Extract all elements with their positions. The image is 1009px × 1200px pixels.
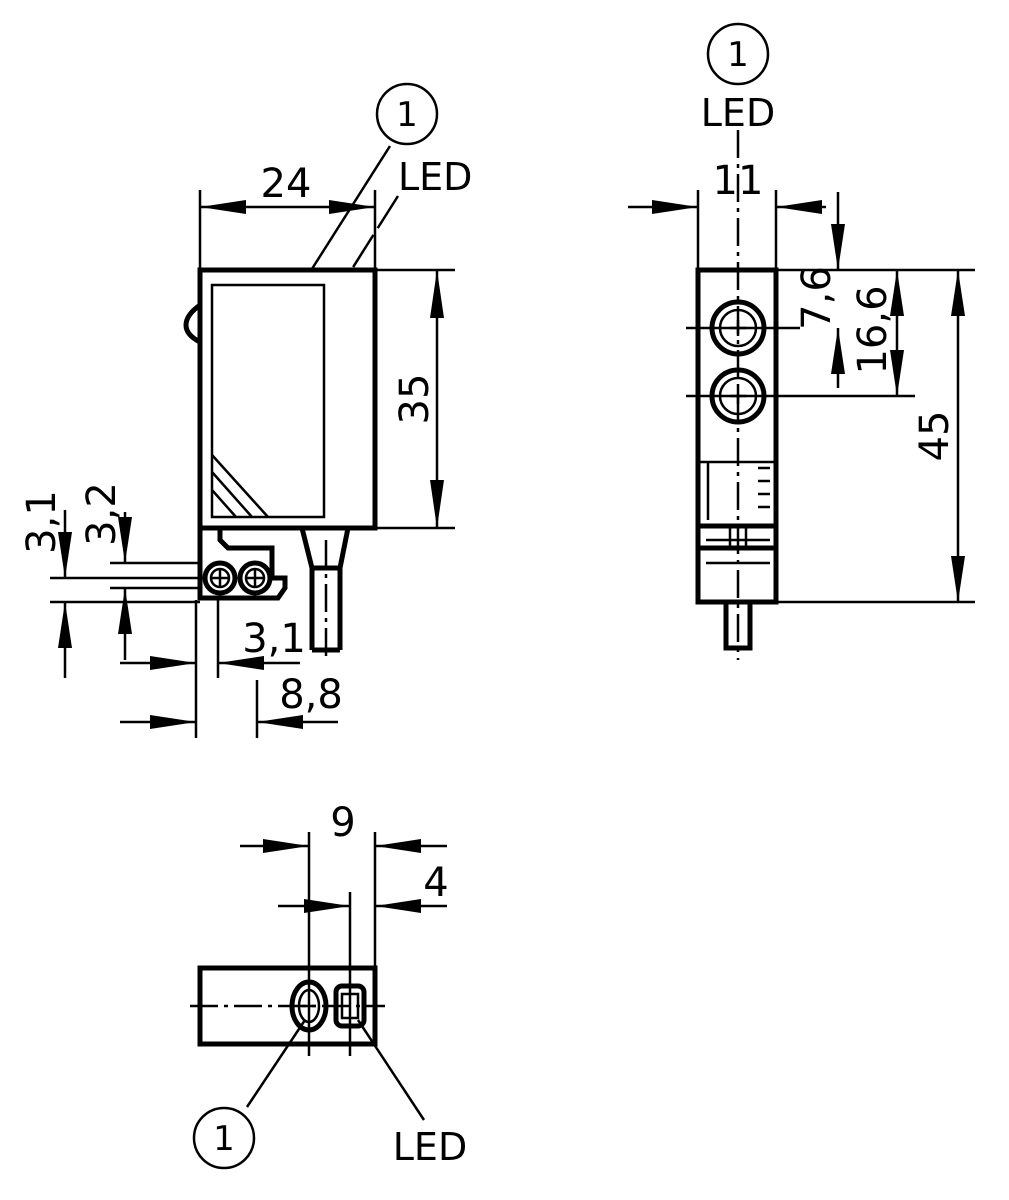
led-offset-label: 4 xyxy=(423,860,448,906)
front-height-label: 35 xyxy=(392,374,438,425)
side-connector-detail xyxy=(706,526,770,565)
optic-spacing-label: 9 xyxy=(330,800,355,846)
hole-offset-vertical-2-label: 3,2 xyxy=(79,482,125,546)
mounting-tab xyxy=(197,528,288,601)
side-width-label: 11 xyxy=(713,158,764,204)
front-callout-leader xyxy=(308,145,392,273)
front-width-label: 24 xyxy=(261,161,312,207)
side-callout-circle xyxy=(706,22,770,86)
front-view: 24 1 LED 35 3,1 3,2 3, xyxy=(19,82,472,738)
bottom-callout-number: 1 xyxy=(213,1119,235,1159)
side-cable xyxy=(723,602,753,651)
side-view: 1 LED 11 7,6 16,6 45 xyxy=(628,22,975,660)
mounting-hole-left xyxy=(202,560,238,596)
bottom-callout-circle xyxy=(192,1106,256,1170)
hole-offset-vertical-label: 3,1 xyxy=(19,490,65,554)
bottom-view: 9 4 1 LED xyxy=(190,800,467,1170)
bottom-led-label: LED xyxy=(393,1125,467,1169)
side-led-label: LED xyxy=(701,91,775,135)
hole-spacing-label: 8,8 xyxy=(279,672,343,718)
front-housing-outline xyxy=(197,267,378,531)
front-cable xyxy=(299,527,351,653)
bottom-callout-leader xyxy=(245,1019,307,1108)
front-side-bump xyxy=(183,302,202,345)
hole-offset-horizontal-label: 3,1 xyxy=(242,616,306,662)
front-led-leader xyxy=(348,195,400,273)
total-height-label: 45 xyxy=(912,411,958,462)
bottom-led-leader xyxy=(356,1019,426,1121)
front-window xyxy=(210,283,326,519)
front-callout-number: 1 xyxy=(396,95,418,135)
side-callout-number: 1 xyxy=(727,35,749,75)
front-led-label: LED xyxy=(398,155,472,199)
front-callout-circle xyxy=(375,82,439,146)
side-connector-band xyxy=(695,523,779,551)
hole-1-position-label: 7,6 xyxy=(794,266,840,330)
front-hatch xyxy=(211,454,269,518)
side-ridges xyxy=(706,462,770,520)
hole-2-position-label: 16,6 xyxy=(850,285,896,374)
mounting-hole-right xyxy=(237,560,273,596)
